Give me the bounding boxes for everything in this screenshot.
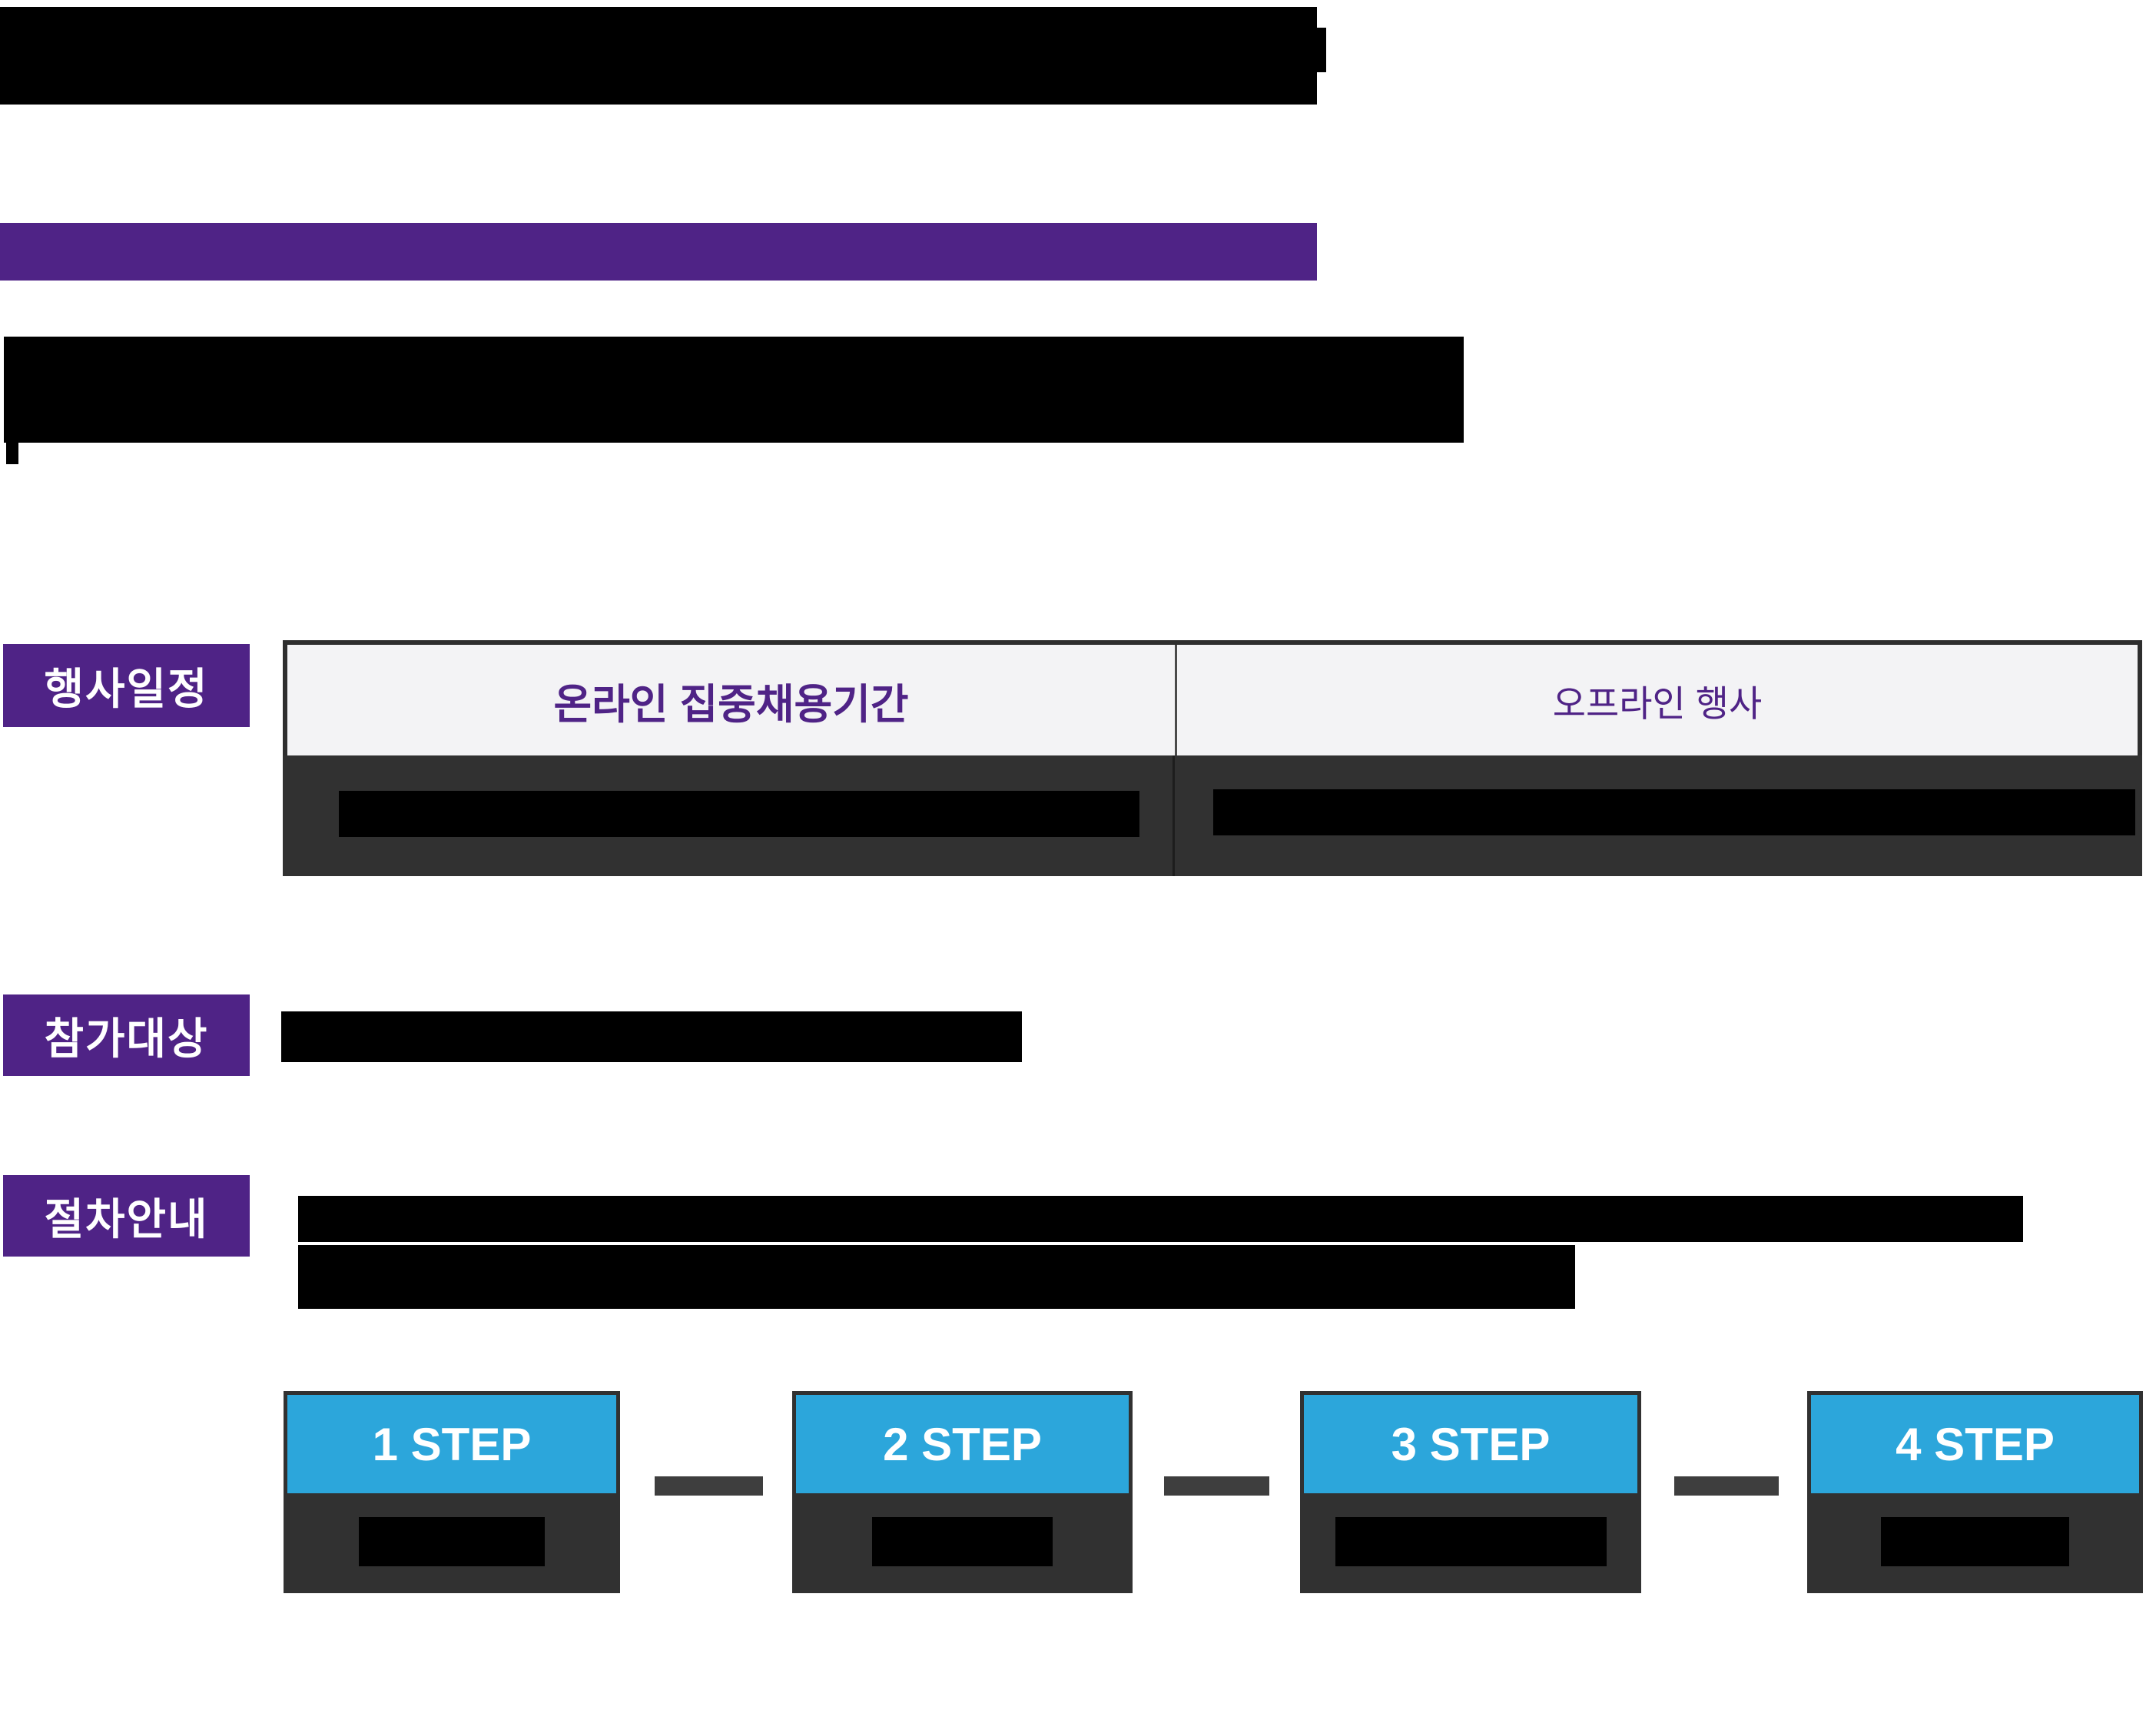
schedule-table-header-offline: 오프라인 행사 (1177, 645, 2138, 755)
step-box-3: 3 STEP (1300, 1391, 1641, 1593)
step-3-header: 3 STEP (1304, 1395, 1637, 1493)
schedule-table: 온라인 집중채용기간 오프라인 행사 (283, 640, 2142, 876)
procedure-section-label-text: 절차안내 (44, 1194, 209, 1243)
step-box-4: 4 STEP (1807, 1391, 2143, 1593)
step-4-description-redacted (1881, 1516, 2069, 1566)
intro-paragraph-redacted (4, 337, 1464, 443)
step-1-body (287, 1493, 616, 1589)
step-2-header: 2 STEP (796, 1395, 1129, 1493)
target-text-redacted (281, 1011, 1022, 1062)
step-4-body (1811, 1493, 2139, 1589)
schedule-offline-date-redacted (1213, 789, 2135, 835)
step-box-1: 1 STEP (284, 1391, 620, 1593)
schedule-table-date-row (283, 755, 2142, 876)
subtitle-bar-redacted (0, 223, 1317, 281)
step-connector-3 (1674, 1476, 1779, 1496)
step-3-body (1304, 1493, 1637, 1589)
step-2-label: 2 STEP (883, 1418, 1042, 1470)
schedule-table-header-row: 온라인 집중채용기간 오프라인 행사 (283, 640, 2142, 755)
schedule-online-date-redacted (339, 791, 1139, 837)
schedule-table-header-offline-text: 오프라인 행사 (1552, 682, 1763, 724)
target-section-label: 참가대상 (3, 994, 250, 1076)
step-3-label: 3 STEP (1391, 1418, 1551, 1470)
step-3-description-redacted (1335, 1516, 1607, 1566)
step-1-description-redacted (359, 1516, 545, 1566)
procedure-text-line1-redacted (298, 1196, 2023, 1242)
step-4-label: 4 STEP (1896, 1418, 2055, 1470)
intro-paragraph-redacted-fragment (6, 443, 18, 464)
procedure-text-line2-redacted (298, 1245, 1575, 1309)
target-section-label-text: 참가대상 (44, 1014, 209, 1063)
page-title-redacted (0, 7, 1317, 105)
page-title-redacted-fragment (1317, 28, 1326, 72)
step-1-header: 1 STEP (287, 1395, 616, 1493)
step-connector-2 (1164, 1476, 1269, 1496)
schedule-section-label-text: 행사일정 (44, 664, 209, 713)
step-4-header: 4 STEP (1811, 1395, 2139, 1493)
schedule-table-header-online: 온라인 집중채용기간 (287, 645, 1177, 755)
step-2-description-redacted (872, 1516, 1053, 1566)
step-2-body (796, 1493, 1129, 1589)
step-box-2: 2 STEP (792, 1391, 1133, 1593)
schedule-section-label: 행사일정 (3, 644, 250, 727)
step-1-label: 1 STEP (372, 1418, 532, 1470)
schedule-table-row-divider (1173, 755, 1175, 876)
schedule-table-header-online-text: 온라인 집중채용기간 (553, 681, 909, 728)
procedure-section-label: 절차안내 (3, 1175, 250, 1257)
step-connector-1 (655, 1476, 763, 1496)
